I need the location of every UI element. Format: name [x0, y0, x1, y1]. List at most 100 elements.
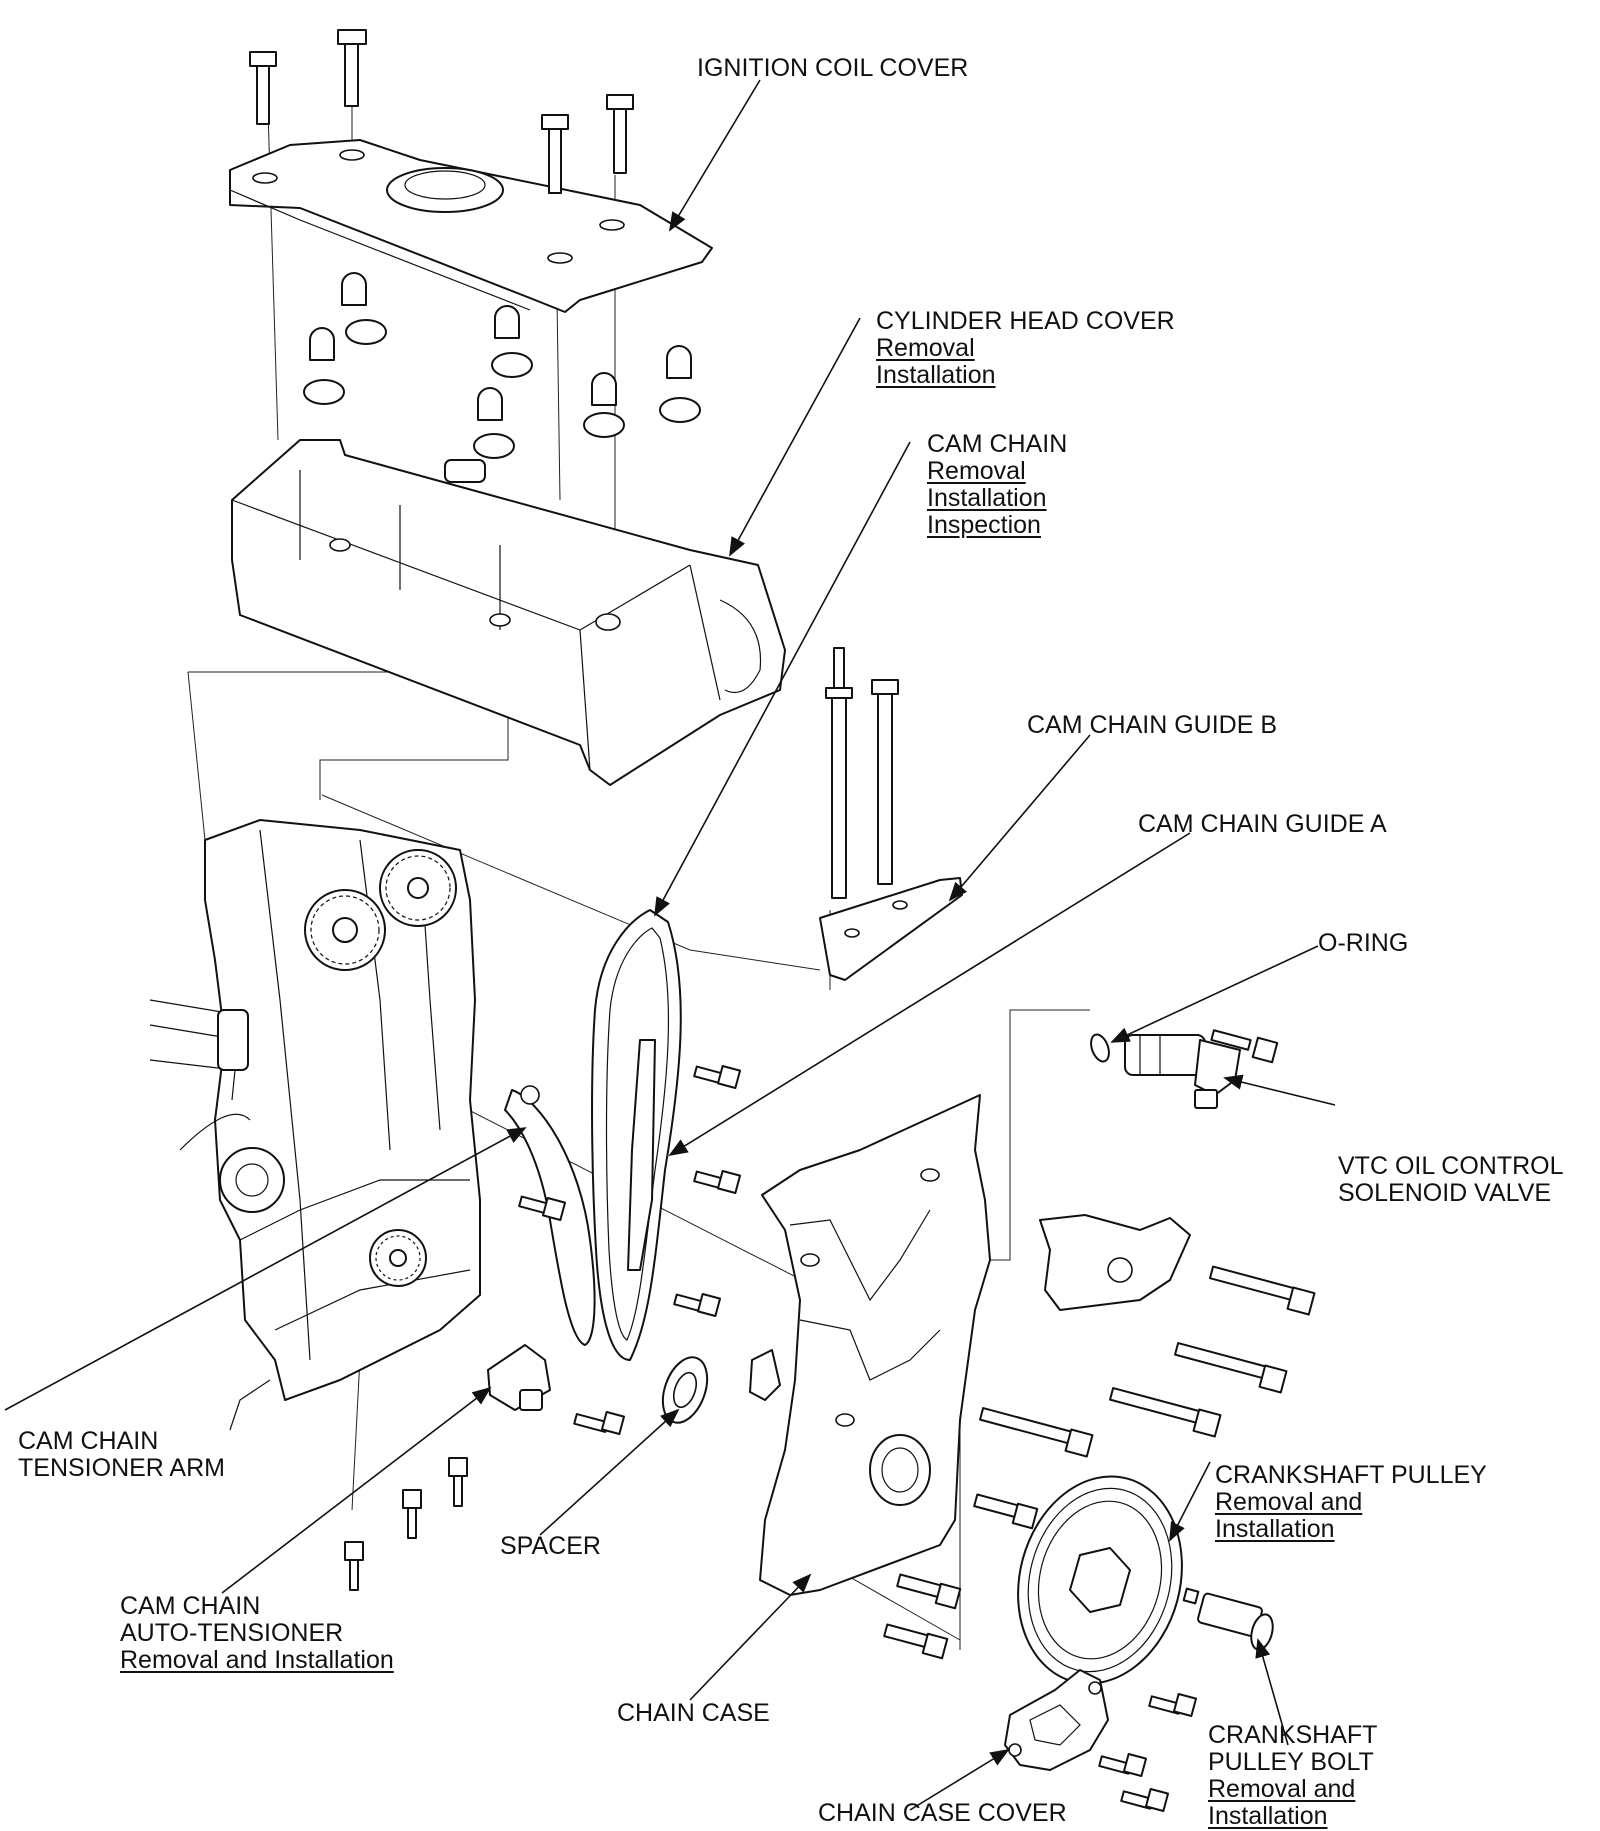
nut-icon [583, 372, 625, 438]
removal-and-link[interactable]: Removal and [1215, 1488, 1363, 1516]
nut-icon [659, 345, 701, 423]
chain-side-bolts [518, 1064, 742, 1436]
label-text: CAM CHAIN GUIDE A [1138, 810, 1387, 838]
removal-and-installation-link[interactable]: Removal and Installation [120, 1646, 394, 1674]
cam-chain-guide-b-label: CAM CHAIN GUIDE B [1027, 712, 1277, 739]
bolt-icon [693, 1064, 742, 1090]
label-line: SOLENOID VALVE [1338, 1179, 1552, 1207]
bolt-icon [402, 1489, 422, 1539]
bolt-icon [979, 1407, 1094, 1458]
bolt-icon [541, 114, 569, 194]
nut-icon [491, 305, 533, 378]
cover-bolts-lower [1098, 1692, 1198, 1813]
cam-chain-label: CAM CHAIN Removal Installation Inspectio… [927, 431, 1067, 539]
bolt-icon [673, 1292, 722, 1318]
label-line: PULLEY BOLT [1208, 1748, 1374, 1776]
bolt-icon [337, 29, 367, 107]
inspection-link[interactable]: Inspection [927, 511, 1041, 539]
label-line: CRANKSHAFT [1208, 1721, 1378, 1749]
vtc-solenoid-valve-icon [1124, 1034, 1241, 1109]
gear-icon [379, 849, 457, 927]
vtc-bracket-icon [1039, 1214, 1191, 1311]
vtc-bolt [1210, 1029, 1279, 1064]
vtc-solenoid-valve-label: VTC OIL CONTROL SOLENOID VALVE [1338, 1153, 1564, 1207]
bolt-icon [344, 1541, 364, 1591]
crankshaft-pulley-icon [1017, 1475, 1183, 1685]
label-line: TENSIONER ARM [18, 1454, 225, 1482]
bolt-icon [1098, 1752, 1148, 1778]
spacer-label: SPACER [500, 1533, 601, 1560]
installation-link[interactable]: Installation [927, 484, 1047, 512]
bolt-icon [693, 1169, 742, 1195]
bolt-icon [1148, 1692, 1198, 1718]
label-line: VTC OIL CONTROL [1338, 1152, 1564, 1180]
removal-link[interactable]: Removal [927, 457, 1026, 485]
bolt-icon [871, 679, 899, 885]
chain-case-cover-label: CHAIN CASE COVER [818, 1800, 1067, 1827]
cam-chain-guide-a-label: CAM CHAIN GUIDE A [1138, 811, 1387, 838]
crankshaft-pulley-label: CRANKSHAFT PULLEY Removal and Installati… [1215, 1462, 1487, 1543]
bolt-icon [1208, 1265, 1316, 1316]
chain-case-label: CHAIN CASE [617, 1700, 770, 1727]
label-line: CAM CHAIN [120, 1592, 261, 1620]
label-text: SPACER [500, 1532, 601, 1560]
bolt-icon [606, 94, 634, 174]
leader-lines [4, 79, 1336, 1811]
crankshaft-pulley-bolt-label: CRANKSHAFT PULLEY BOLT Removal and Insta… [1208, 1722, 1377, 1830]
bolt-icon [1120, 1787, 1170, 1813]
guide-b-bolts [825, 647, 899, 899]
bolt-icon [249, 51, 277, 125]
cylinder-head-cover-icon [231, 439, 786, 786]
camshaft-sprockets [304, 849, 457, 1287]
installation-link[interactable]: Installation [1208, 1802, 1328, 1830]
cylinder-head-cover-label: CYLINDER HEAD COVER Removal Installation [876, 308, 1175, 389]
bolt-icon [573, 1410, 626, 1436]
gasket-icon [749, 1349, 781, 1401]
installation-link[interactable]: Installation [1215, 1515, 1335, 1543]
ignition-coil-cover-icon [229, 139, 713, 313]
nut-icon [473, 387, 515, 459]
gear-icon [369, 1229, 427, 1287]
cam-chain-guide-a-icon [627, 1039, 656, 1271]
cylinder-head-nuts [303, 272, 701, 459]
o-ring-icon [1090, 1033, 1110, 1063]
bolt-icon [825, 647, 853, 899]
bolt-icon [518, 1195, 567, 1222]
label-title: CRANKSHAFT PULLEY [1215, 1461, 1487, 1489]
nut-icon [303, 327, 345, 405]
label-text: CHAIN CASE COVER [818, 1799, 1067, 1827]
label-text: CHAIN CASE [617, 1699, 770, 1727]
label-line: AUTO-TENSIONER [120, 1619, 344, 1647]
removal-link[interactable]: Removal [876, 334, 975, 362]
label-text: IGNITION COIL COVER [697, 54, 969, 82]
bolt-icon [883, 1623, 949, 1660]
bolt-icon [896, 1573, 962, 1610]
installation-link[interactable]: Installation [876, 361, 996, 389]
label-line: CAM CHAIN [18, 1427, 159, 1455]
label-title: CAM CHAIN [927, 430, 1068, 458]
cam-chain-auto-tensioner-label: CAM CHAIN AUTO-TENSIONER Removal and Ins… [120, 1593, 394, 1674]
cam-chain-tensioner-arm-label: CAM CHAIN TENSIONER ARM [18, 1428, 225, 1482]
chain-case-icon [759, 1094, 991, 1596]
label-title: CYLINDER HEAD COVER [876, 307, 1175, 335]
lower-bolts [344, 1457, 468, 1591]
label-text: O-RING [1318, 929, 1409, 957]
removal-and-link[interactable]: Removal and [1208, 1775, 1356, 1803]
gear-icon [304, 889, 386, 971]
bolt-icon [1174, 1342, 1288, 1394]
nut-icon [341, 272, 387, 345]
label-text: CAM CHAIN GUIDE B [1027, 711, 1278, 739]
chain-case-cover-icon [1004, 1669, 1109, 1771]
crankshaft-pulley-bolt-icon [1182, 1587, 1274, 1651]
bolt-icon [973, 1493, 1039, 1530]
o-ring-label: O-RING [1318, 930, 1408, 957]
case-bolts [883, 1265, 1316, 1660]
spacer-icon [661, 1356, 709, 1424]
cam-chain-auto-tensioner-icon [487, 1344, 551, 1411]
bolt-icon [1109, 1387, 1222, 1438]
cover-bolts [249, 29, 634, 194]
bolt-icon [448, 1457, 468, 1507]
ignition-coil-cover-label: IGNITION COIL COVER [697, 55, 968, 82]
